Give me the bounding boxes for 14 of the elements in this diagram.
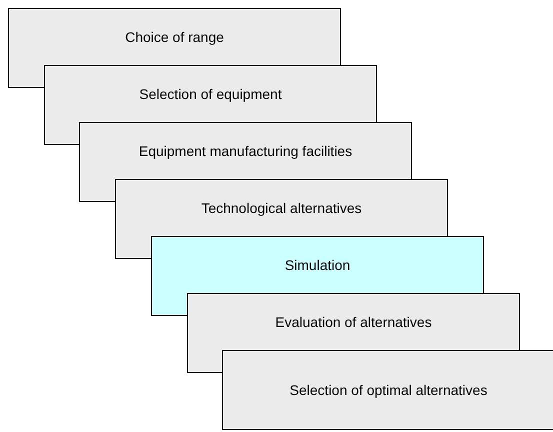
step-label: Equipment manufacturing facilities — [138, 142, 352, 160]
step-card — [187, 293, 520, 351]
step-card — [151, 236, 484, 294]
step-label: Selection of optimal alternatives — [290, 381, 488, 399]
step-label: Choice of range — [125, 28, 224, 46]
step-card — [79, 122, 412, 180]
step-card — [8, 8, 341, 66]
step-label: Selection of equipment — [139, 85, 282, 103]
step-card — [115, 179, 448, 237]
step-label: Technological alternatives — [201, 199, 362, 217]
step-label: Simulation — [284, 256, 350, 274]
step-card — [44, 65, 377, 123]
step-card — [222, 350, 553, 430]
step-label: Evaluation of alternatives — [275, 313, 432, 331]
